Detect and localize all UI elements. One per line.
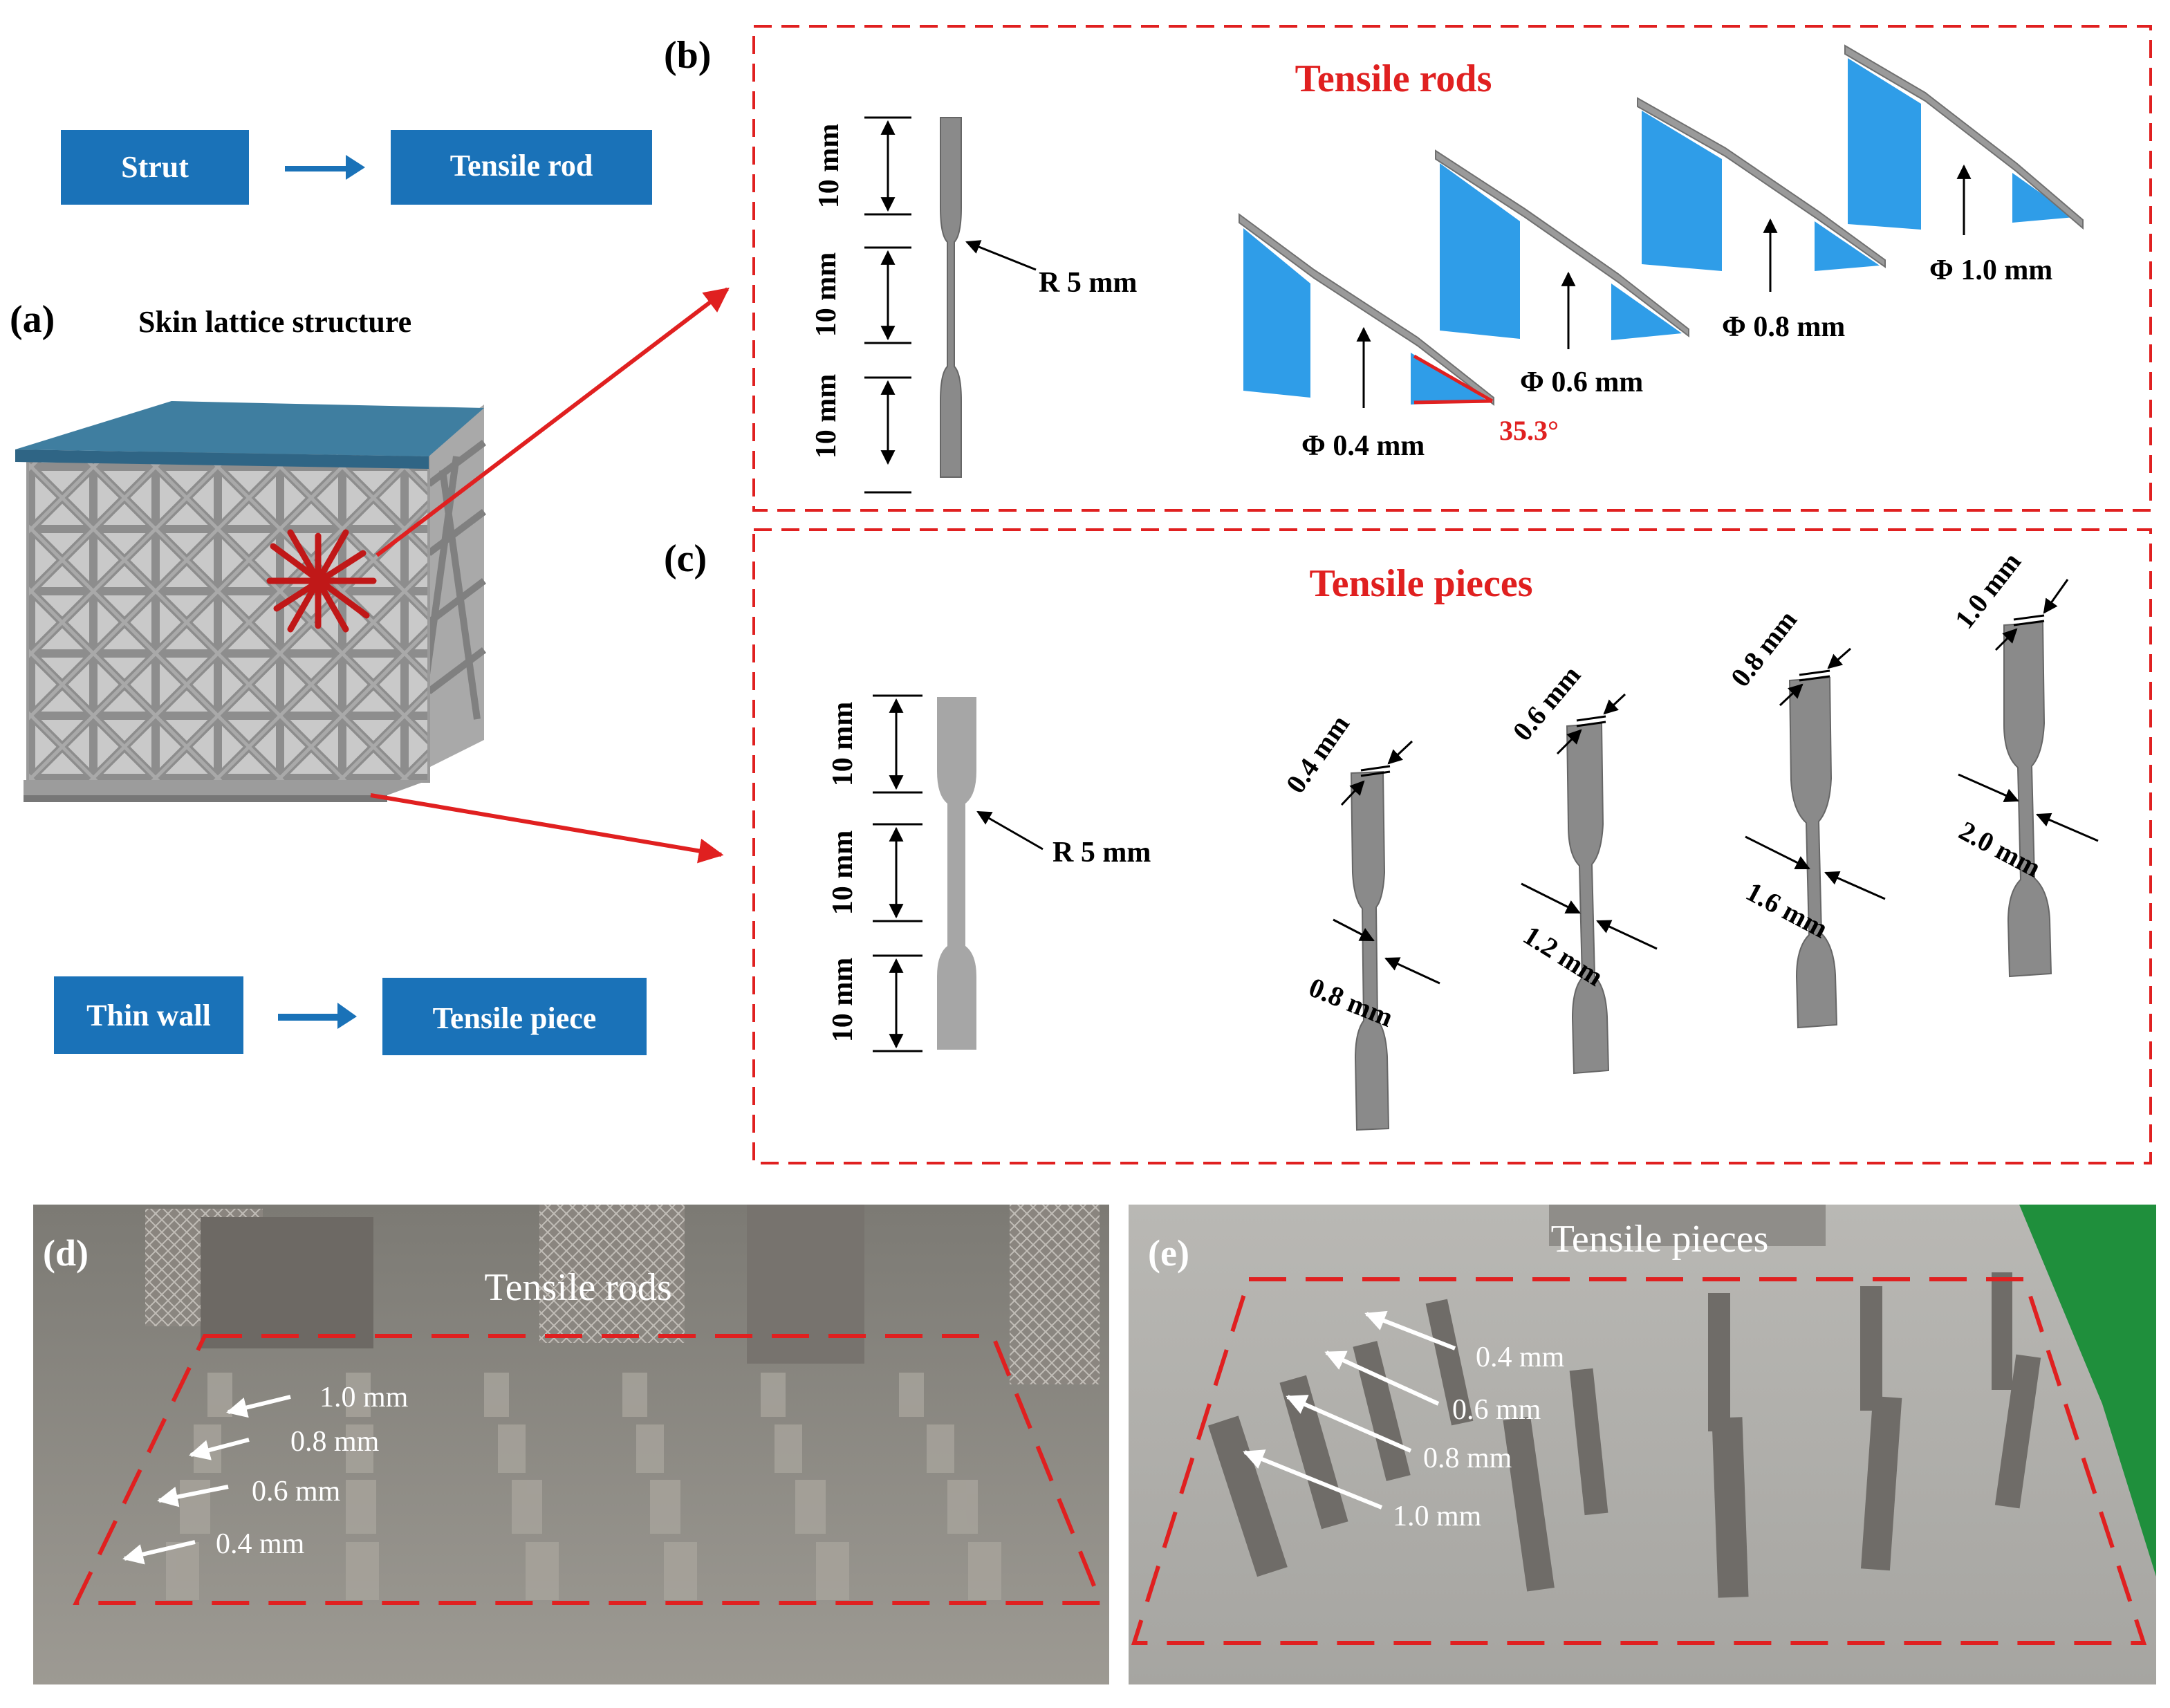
panel-c-tag: (c) — [664, 537, 707, 580]
panel-c-frame — [752, 528, 2152, 1164]
panel-b-title: Tensile rods — [1295, 57, 1492, 100]
panel-e-label-04: 0.4 mm — [1476, 1342, 1565, 1373]
panel-e-photo: (e) Tensile pieces 0.4 mm 0.6 mm 0.8 mm … — [1129, 1205, 2156, 1684]
piece-sample-10 — [2003, 621, 2052, 978]
panel-d-dashed-region — [73, 1334, 1104, 1605]
rod-samples: 35.3° Φ 0.4 mm Φ 0.6 mm Φ 0.8 mm Φ 1.0 m… — [1239, 44, 2084, 462]
tensile-piece-box — [382, 978, 647, 1055]
panel-d-photo: (d) Tensile rods 1.0 mm 0.8 mm 0.6 mm 0.… — [33, 1205, 1109, 1684]
piece-drawing: 10 mm 10 mm 10 mm R 5 mm — [827, 694, 1151, 1052]
panel-d-tag: (d) — [43, 1232, 89, 1274]
panel-c-title: Tensile pieces — [1309, 562, 1532, 605]
panel-b-frame — [752, 25, 2152, 512]
piece-radius: R 5 mm — [1052, 837, 1151, 869]
rod-dim-bottom: 10 mm — [810, 374, 842, 458]
flow-arrow-icon — [278, 1003, 357, 1029]
piece-thickness-08: 0.8 mm — [1725, 604, 1803, 692]
panel-e-label-08: 0.8 mm — [1423, 1442, 1512, 1474]
angle-mark — [1413, 354, 1494, 405]
thin-wall-label: Thin wall — [86, 999, 211, 1032]
rod-sample-10 — [1844, 44, 2084, 230]
panel-c: (c) Tensile pieces 10 mm 10 mm 10 mm R 5… — [664, 528, 2152, 1164]
rod-diameter-10: Φ 1.0 mm — [1929, 254, 2052, 286]
panel-e-tag: (e) — [1148, 1232, 1189, 1274]
callout-arrow-piece — [370, 793, 724, 864]
rod-diameter-08: Φ 0.8 mm — [1722, 311, 1845, 343]
piece-thickness-10: 1.0 mm — [1949, 546, 2027, 634]
rod-rows — [166, 1373, 1001, 1600]
panel-b: (b) Tensile rods 10 mm 10 mm 10 mm R 5 m… — [664, 25, 2152, 512]
piece-sample-06 — [1566, 722, 1610, 1075]
panel-e-label-10: 1.0 mm — [1393, 1501, 1482, 1532]
panel-b-tag: (b) — [664, 34, 711, 77]
highlighted-strut — [266, 529, 377, 633]
rod-sample-04 — [1239, 213, 1494, 407]
strut-box — [61, 130, 249, 205]
panel-d-label-06: 0.6 mm — [252, 1476, 341, 1507]
piece-thickness-04: 0.4 mm — [1280, 709, 1356, 799]
panel-d-title: Tensile rods — [484, 1266, 671, 1309]
panel-e-title: Tensile pieces — [1551, 1218, 1769, 1261]
rod-diameter-04: Φ 0.4 mm — [1301, 430, 1425, 462]
piece-dim-bottom: 10 mm — [827, 958, 859, 1042]
piece-sample-04 — [1350, 770, 1390, 1131]
piece-dim-mid: 10 mm — [827, 830, 859, 915]
flow-strut-to-rod: Strut Tensile rod — [61, 130, 652, 205]
flow-wall-to-piece: Thin wall Tensile piece — [54, 976, 647, 1055]
piece-width-08: 0.8 mm — [1305, 972, 1398, 1033]
rod-sample-08 — [1637, 97, 1886, 271]
panel-d-label-04: 0.4 mm — [216, 1528, 305, 1560]
piece-dim-top: 10 mm — [827, 702, 859, 786]
piece-sample-08 — [1788, 676, 1838, 1029]
rod-dim-top: 10 mm — [813, 124, 845, 208]
panel-e-dashed-region — [1131, 1277, 2147, 1645]
tensile-rod-label: Tensile rod — [450, 149, 593, 183]
callout-arrow-rod — [375, 287, 730, 557]
thin-wall-box — [54, 976, 243, 1054]
rod-dim-mid: 10 mm — [810, 252, 842, 337]
panel-a: Strut Tensile rod (a) Skin lattice struc… — [10, 130, 730, 1055]
rod-diameter-06: Φ 0.6 mm — [1520, 366, 1643, 398]
rod-radius: R 5 mm — [1039, 267, 1137, 299]
panel-a-tag: (a) — [10, 298, 55, 341]
piece-samples — [1350, 621, 2052, 1131]
tensile-piece-label: Tensile piece — [433, 1001, 597, 1035]
panel-d-label-10: 1.0 mm — [319, 1382, 409, 1413]
panel-a-title: Skin lattice structure — [138, 305, 411, 339]
panel-e-label-06: 0.6 mm — [1452, 1394, 1541, 1426]
angle-label: 35.3° — [1499, 415, 1559, 446]
flow-arrow-icon — [285, 155, 365, 180]
rod-drawing: 10 mm 10 mm 10 mm R 5 mm — [810, 116, 1137, 494]
lattice-structure-image — [15, 401, 486, 802]
rod-sample-06 — [1435, 149, 1689, 340]
piece-width-12: 1.2 mm — [1518, 919, 1608, 992]
strut-label: Strut — [121, 150, 189, 184]
panel-d-label-08: 0.8 mm — [290, 1426, 380, 1458]
tensile-rod-box — [391, 130, 652, 205]
